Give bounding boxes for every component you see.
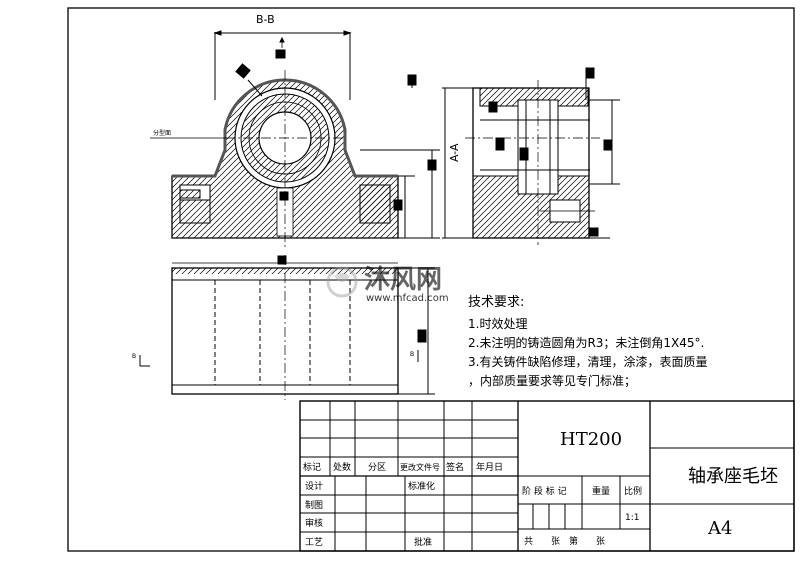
header-label-mark: 标记 (303, 461, 321, 473)
section-mark-left: B (132, 353, 136, 360)
label-scale: 比例 (624, 485, 642, 497)
sheet-size: A4 (707, 518, 732, 539)
tech-requirement-4: ，内部质量要求等见专门标准； (468, 373, 636, 388)
label-sheets: 共 张 第 张 (524, 535, 605, 547)
watermark-url: www.mfcad.com (366, 293, 449, 304)
label-weight: 重量 (592, 485, 610, 497)
tech-requirement-2: 2.未注明的铸造圆角为R3；未注倒角1X45°. (468, 335, 704, 350)
section-aa-label: A-A (448, 143, 461, 162)
watermark-logo (326, 266, 358, 298)
label-drafting: 制图 (305, 499, 323, 511)
header-label-signature: 签名 (446, 461, 464, 473)
scale-value: 1:1 (625, 513, 639, 523)
material-label: HT200 (560, 429, 622, 450)
watermark-name: 沐风网 (364, 265, 442, 295)
header-label-count: 处数 (333, 461, 351, 473)
label-standardization: 标准化 (408, 480, 435, 492)
section-view-aa (407, 67, 620, 245)
top-view (139, 255, 435, 400)
label-stage-mark: 阶 段 标 记 (522, 485, 567, 497)
header-label-date: 年月日 (476, 461, 503, 473)
title-block (299, 400, 795, 552)
header-label-zone: 分区 (368, 462, 386, 473)
label-review: 审核 (305, 517, 323, 529)
header-label-change-doc: 更改文件号 (400, 462, 440, 472)
parting-line-label: 分型面 (153, 129, 171, 137)
label-process: 工艺 (305, 537, 323, 548)
section-bb-label: B-B (256, 13, 275, 26)
label-design: 设计 (305, 480, 323, 492)
tech-requirements-heading: 技术要求: (468, 295, 524, 310)
revision-header-labels: 标记 处数 分区 更改文件号 签名 年月日 (303, 461, 503, 473)
section-mark-right: B (410, 351, 414, 358)
part-name: 轴承座毛坯 (688, 466, 778, 487)
label-approval: 批准 (414, 536, 432, 548)
section-view-bb (150, 30, 440, 250)
tech-requirement-1: 1.时效处理 (468, 316, 527, 331)
tech-requirement-3: 3.有关铸件缺陷修理，清理，涂漆，表面质量 (468, 354, 707, 369)
